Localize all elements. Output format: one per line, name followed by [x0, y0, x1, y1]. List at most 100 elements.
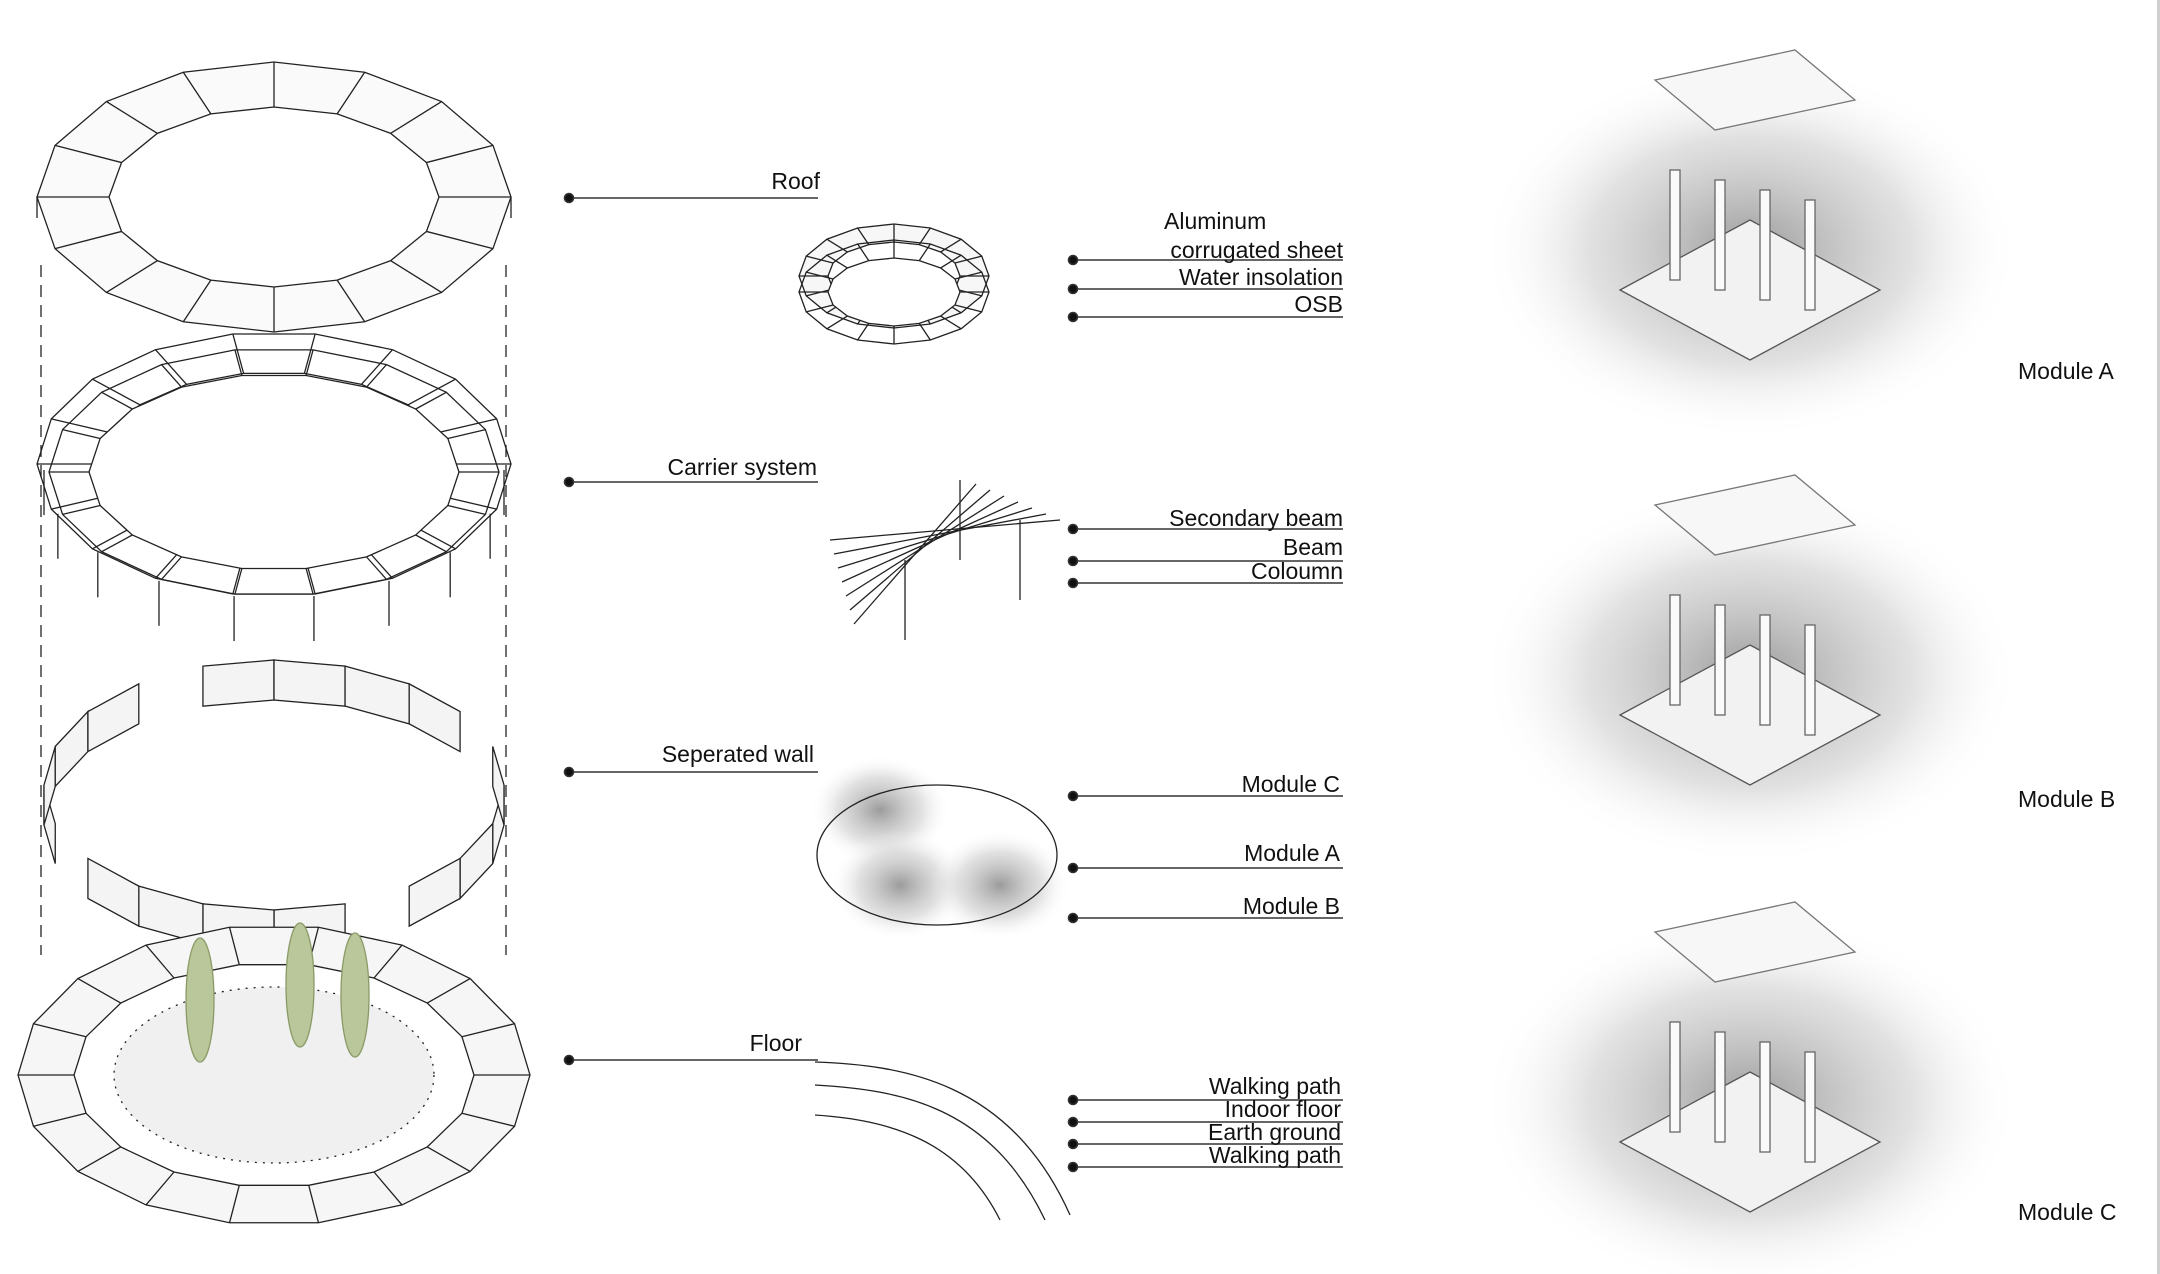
- beam-detail: [837, 507, 1033, 569]
- leader-part-2-dot: [1067, 311, 1079, 323]
- page-edge-scrollbar[interactable]: [2157, 0, 2160, 1274]
- carrier-ring-segment: [155, 349, 187, 385]
- module-render-wall-1: [1759, 614, 1771, 726]
- carrier-ring-segment: [303, 333, 316, 374]
- roof-detail-segment: [940, 238, 962, 253]
- leader-main-0-dot: [563, 192, 575, 204]
- floor-ring-segment: [373, 1171, 403, 1206]
- tree-0: [185, 937, 215, 1063]
- carrier-ring-lower-segment: [366, 556, 387, 580]
- roof-detail-lower-segment: [954, 271, 982, 280]
- floor-ring-segment: [461, 1112, 515, 1127]
- leader-part-12-dot: [1067, 1161, 1079, 1173]
- carrier-ring-segment: [232, 333, 245, 374]
- label-module-c: Module C: [1241, 771, 1340, 797]
- carrier-ring-lower-segment: [161, 556, 182, 580]
- roof-ring-segment: [106, 260, 158, 294]
- roof-ring-segment: [336, 71, 366, 115]
- roof-ring-segment: [390, 260, 442, 294]
- label-water-insolation: Water insolation: [1178, 264, 1343, 290]
- roof-ring-segment: [390, 100, 442, 134]
- roof-ring-segment: [426, 144, 494, 164]
- leader-part-8-dot: [1067, 912, 1079, 924]
- roof-ring-segment: [106, 100, 158, 134]
- floor-ring-segment: [77, 1146, 122, 1172]
- carrier-ring-lower-segment: [366, 364, 387, 388]
- carrier-ring-segment: [92, 378, 141, 406]
- floor-detail: [814, 1061, 1071, 1221]
- module-render-wall-0: [1759, 189, 1771, 301]
- wall-panel: [273, 659, 346, 707]
- carrier-ring-lower-segment: [415, 534, 447, 553]
- roof-ring-segment: [54, 230, 122, 250]
- label-coloumn: Coloumn: [1250, 558, 1343, 584]
- leader-main-3-dot: [563, 1054, 575, 1066]
- leader-part-6-dot: [1067, 790, 1079, 802]
- roof-detail-segment: [857, 227, 870, 245]
- label-module-a: Module A: [1244, 840, 1340, 866]
- carrier-ring-segment: [51, 418, 110, 434]
- roof-ring-segment: [426, 230, 494, 250]
- leader-part-4-dot: [1067, 555, 1079, 567]
- carrier-ring-lower-segment: [447, 504, 486, 516]
- roof-detail-segment: [806, 255, 834, 264]
- wall-panel: [492, 746, 505, 826]
- label-walking-path-inner: Walking path: [1208, 1142, 1341, 1168]
- wall-panel: [87, 682, 140, 753]
- floor-ring-segment: [373, 944, 403, 979]
- floor-ring-segment: [33, 1023, 87, 1038]
- floor-ring-segment: [77, 978, 122, 1004]
- module-render-wall-2: [1714, 1031, 1726, 1143]
- label-corrugated-sheet: corrugated sheet: [1170, 237, 1343, 263]
- roof-detail-lower-segment: [918, 323, 931, 341]
- label-floor: Floor: [749, 1030, 802, 1056]
- leader-main-2-dot: [563, 766, 575, 778]
- module-render-wall-1: [1669, 594, 1681, 706]
- module-render-wall-2: [1804, 1051, 1816, 1163]
- roof-detail-lower-segment: [826, 254, 848, 269]
- floor-ring-segment: [308, 1185, 320, 1223]
- label-roof: Roof: [771, 168, 820, 194]
- label-seperated-wall: Seperated wall: [661, 741, 814, 767]
- roof-ring-segment: [54, 144, 122, 164]
- roof-detail-lower-inner: [827, 257, 961, 327]
- label-render-module-a: Module A: [2018, 358, 2114, 384]
- wall-panel: [408, 682, 461, 753]
- module-render-wall-2: [1759, 1041, 1771, 1153]
- floor-ring-segment: [426, 978, 471, 1004]
- floor-ring-segment: [33, 1112, 87, 1127]
- wall-panel: [459, 821, 494, 901]
- tree-1: [285, 922, 315, 1048]
- module-render-wall-2: [1669, 1021, 1681, 1133]
- module-cluster-shadow-2: [930, 830, 1070, 940]
- beam-detail: [849, 489, 991, 611]
- floor-ring-segment: [145, 1171, 175, 1206]
- carrier-ring-segment: [407, 378, 456, 406]
- roof-ring-inner: [108, 106, 440, 288]
- beam-detail: [829, 519, 1061, 541]
- leader-part-5-dot: [1067, 577, 1079, 589]
- roof-detail-lower-segment: [826, 315, 848, 330]
- label-aluminum: Aluminum: [1164, 208, 1267, 234]
- floor-ring-segment: [461, 1023, 515, 1038]
- roof-detail-lower-segment: [940, 315, 962, 330]
- label-render-module-c: Module C: [2018, 1199, 2117, 1225]
- label-earth-ground: Earth ground: [1208, 1119, 1341, 1145]
- roof-detail-lower-segment: [857, 323, 870, 341]
- carrier-ring-segment: [361, 349, 393, 385]
- module-render-roof-0: [1653, 49, 1857, 131]
- roof-ring-segment: [182, 71, 212, 115]
- module-render-wall-0: [1714, 179, 1726, 291]
- module-render-wall-1: [1714, 604, 1726, 716]
- floor-ring-segment: [426, 1146, 471, 1172]
- wall-panel: [54, 709, 89, 789]
- carrier-ring-lower-segment: [305, 349, 314, 376]
- module-render-wall-0: [1669, 169, 1681, 281]
- roof-detail-lower-segment: [918, 243, 931, 261]
- floor-ring-segment: [145, 944, 175, 979]
- module-render-roof-2: [1653, 901, 1857, 983]
- carrier-ring-lower-segment: [234, 568, 243, 595]
- carrier-ring-lower-segment: [415, 391, 447, 410]
- roof-edge: [36, 197, 512, 218]
